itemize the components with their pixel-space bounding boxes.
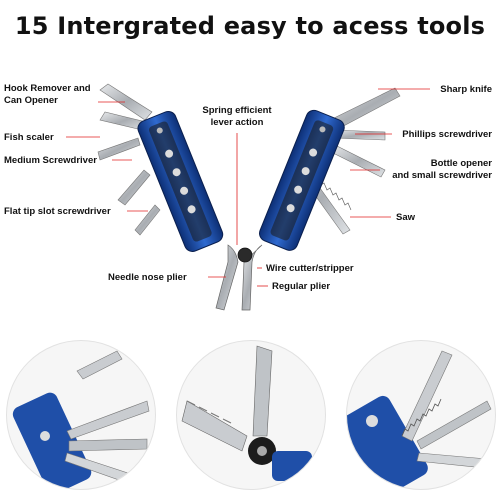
page-title: 15 Intergrated easy to acess tools bbox=[14, 12, 486, 40]
label-hook-remover: Hook Remover and bbox=[4, 83, 91, 94]
leader-lines bbox=[66, 88, 430, 287]
label-flat-tip-screwdriver: Flat tip slot screwdriver bbox=[4, 206, 111, 217]
label-spring-1: Spring efficient bbox=[202, 105, 272, 116]
label-sharp-knife: Sharp knife bbox=[440, 84, 492, 95]
multitool-illustration bbox=[66, 83, 430, 311]
label-bottle-opener: Bottle opener bbox=[430, 158, 492, 169]
label-small-screwdriver: and small screwdriver bbox=[392, 170, 492, 181]
right-handle bbox=[259, 109, 345, 251]
label-phillips-screwdriver: Phillips screwdriver bbox=[402, 129, 492, 140]
detail-photo-plier bbox=[176, 340, 326, 490]
detail-photo-saw bbox=[346, 340, 496, 490]
label-fish-scaler: Fish scaler bbox=[4, 132, 54, 143]
plier-jaws bbox=[215, 244, 263, 311]
label-can-opener: Can Opener bbox=[4, 95, 58, 106]
label-wire-cutter: Wire cutter/stripper bbox=[266, 263, 354, 274]
left-tools bbox=[97, 83, 161, 236]
detail-photo-left-tools bbox=[6, 340, 156, 490]
left-handle bbox=[137, 111, 224, 252]
label-needle-nose-plier: Needle nose plier bbox=[108, 272, 187, 283]
label-regular-plier: Regular plier bbox=[272, 281, 331, 292]
label-medium-screwdriver: Medium Screwdriver bbox=[4, 155, 97, 166]
label-spring-2: lever action bbox=[210, 117, 264, 128]
right-tools bbox=[293, 87, 401, 235]
label-saw: Saw bbox=[396, 212, 416, 223]
